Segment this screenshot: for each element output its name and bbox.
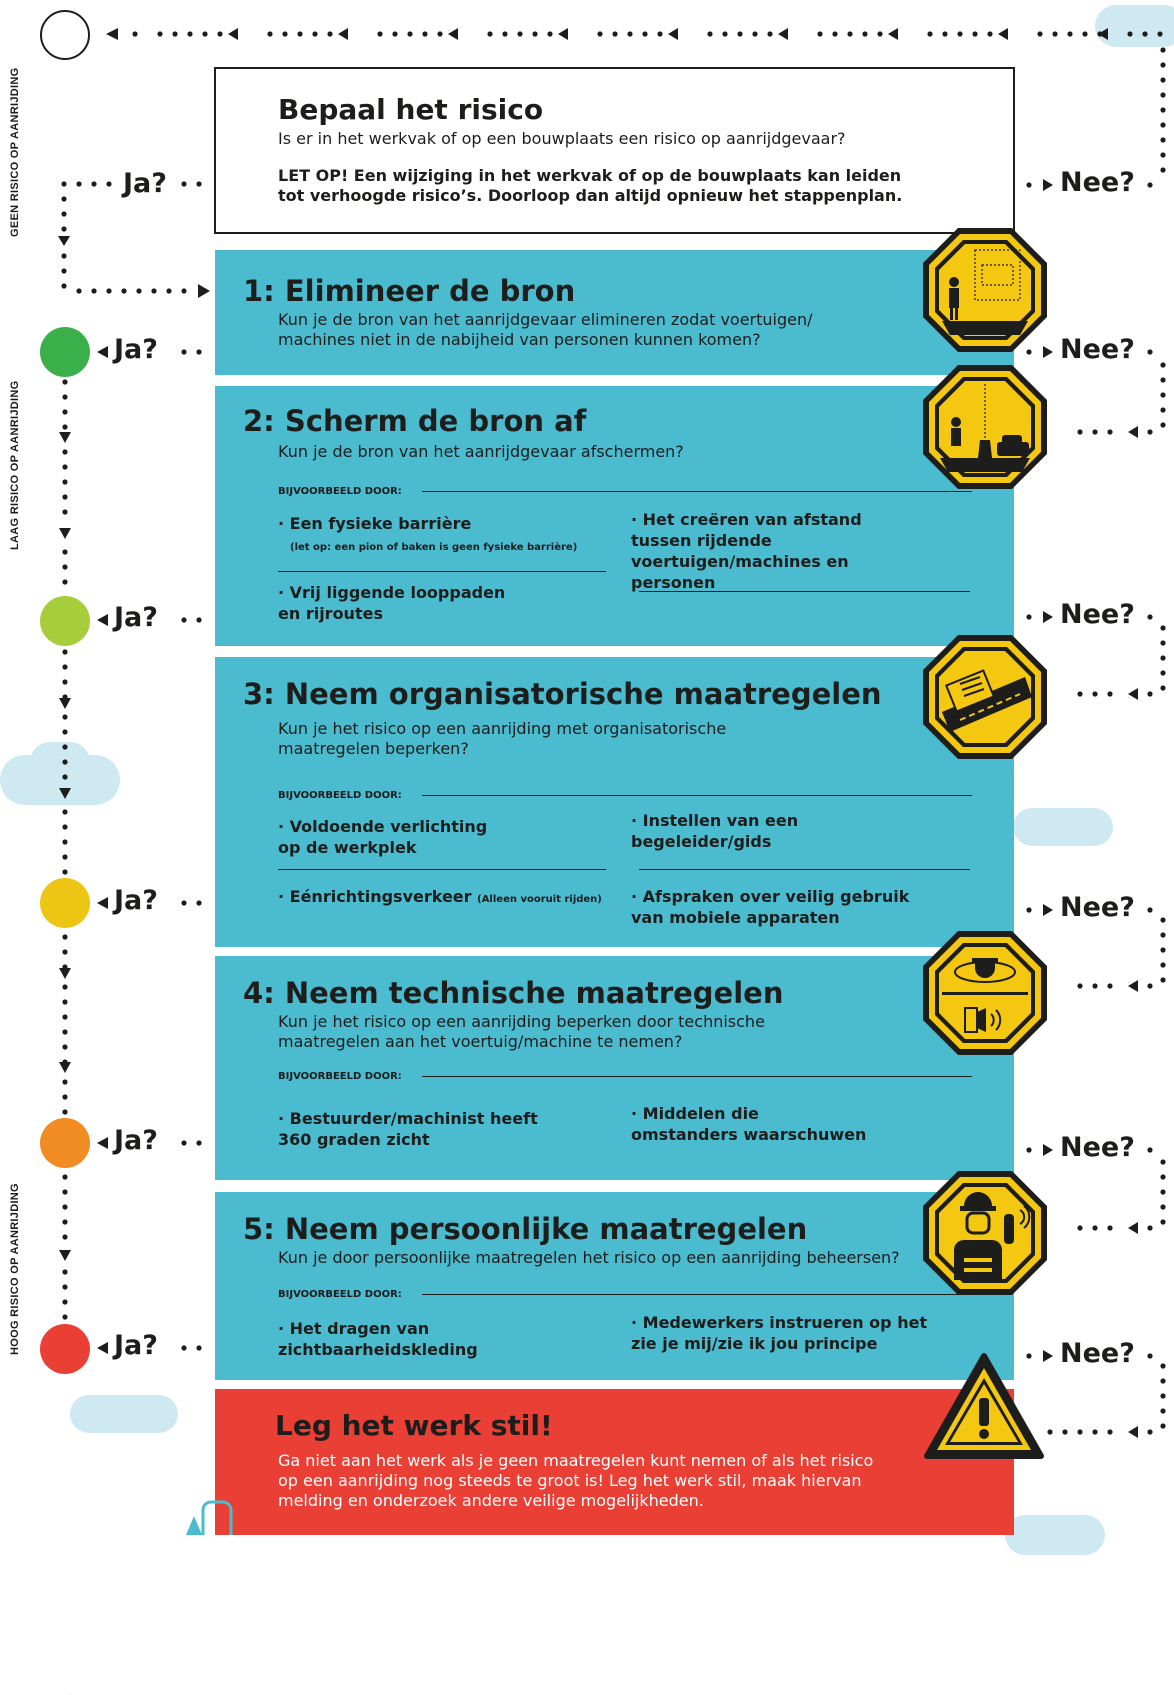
step-4-example-1: · Bestuurder/machinist heeft 360 graden … (278, 1109, 538, 1149)
step-5-box: 5: Neem persoonlijke maatregelen Kun je … (215, 1192, 1014, 1380)
stop-box: Leg het werk stil! Ga niet aan het werk … (215, 1389, 1014, 1535)
cloud-decoration (1013, 808, 1113, 846)
ja-label: Ja? (114, 1125, 158, 1156)
top-return-line (106, 28, 1163, 40)
step-3-title: 3: Neem organisatorische maatregelen (243, 677, 882, 711)
side-label-laag-risico: LAAG RISICO OP AANRIJDING (9, 380, 21, 550)
step-2-box: 2: Scherm de bron af Kun je de bron van … (215, 386, 1014, 646)
example-label: BIJVOORBEELD DOOR: (278, 486, 402, 497)
step-5-example-2: · Medewerkers instrueren op het zie je m… (631, 1313, 928, 1353)
nee-label: Nee? (1060, 1132, 1135, 1163)
example-separator (278, 869, 606, 870)
ja-arrows (97, 346, 108, 1354)
nee-leaders (1026, 179, 1153, 1362)
route-plan-icon (923, 635, 1047, 759)
step-3-example-4: · Afspraken over veilig gebruik van mobi… (631, 887, 910, 927)
example-divider (422, 491, 972, 492)
nee-label: Nee? (1060, 334, 1135, 365)
stop-text: Ga niet aan het werk als je geen maatreg… (278, 1451, 874, 1510)
nee-label: Nee? (1060, 599, 1135, 630)
nee-label: Nee? (1060, 167, 1135, 198)
example-separator (278, 571, 606, 572)
step-3-example-2: · Eénrichtingsverkeer (Alleen vooruit ri… (278, 886, 618, 910)
cloud-decoration (30, 742, 90, 782)
intro-question: Is er in het werkvak of op een bouwplaat… (278, 129, 846, 148)
step-4-question: Kun je het risico op een aanrijding bepe… (278, 1012, 765, 1051)
step-3-example-1: · Voldoende verlichting op de werkplek (278, 817, 488, 857)
step-3-example-2-note: (Alleen vooruit rijden) (477, 894, 602, 905)
intro-box: Bepaal het risico Is er in het werkvak o… (214, 67, 1015, 234)
ja-label: Ja? (114, 885, 158, 916)
risk-circle-yellow (40, 878, 90, 928)
step-2-example-1-note: (let op: een pion of baken is geen fysie… (290, 542, 578, 553)
right-return-arrows (1047, 426, 1153, 1438)
cloud-decoration (70, 1395, 178, 1433)
step-3-example-2-text: · Eénrichtingsverkeer (278, 887, 472, 906)
side-label-hoog-risico: HOOG RISICO OP AANRIJDING (9, 1183, 21, 1355)
step-1-box: 1: Elimineer de bron Kun je de bron van … (215, 250, 1014, 375)
ja-label: Ja? (114, 1330, 158, 1361)
warning-icon (924, 1353, 1044, 1459)
step-2-example-1-text: · Een fysieke barrière (278, 514, 472, 533)
step-4-title: 4: Neem technische maatregelen (243, 976, 784, 1010)
barrier-car-icon (923, 365, 1047, 489)
nee-label: Nee? (1060, 892, 1135, 923)
example-label: BIJVOORBEELD DOOR: (278, 790, 402, 801)
stop-title: Leg het werk stil! (275, 1409, 553, 1442)
step-3-box: 3: Neem organisatorische maatregelen Kun… (215, 657, 1014, 947)
left-risk-line (59, 379, 71, 1320)
intro-note: LET OP! Een wijziging in het werkvak of … (278, 166, 903, 205)
ja-leaders (61, 181, 202, 1351)
example-divider (422, 1294, 972, 1295)
step-2-example-1: · Een fysieke barrière (let op: een pion… (278, 513, 608, 558)
step-1-title: 1: Elimineer de bron (243, 274, 576, 308)
step-3-example-3: · Instellen van een begeleider/gids (631, 811, 799, 851)
worker-vest-icon (923, 1171, 1047, 1295)
person-truck-icon (923, 228, 1047, 352)
left-path-intro (58, 196, 210, 298)
ja-label: Ja? (123, 168, 167, 199)
example-separator (639, 869, 970, 870)
example-separator (639, 591, 970, 592)
step-4-example-2: · Middelen die omstanders waarschuwen (631, 1104, 867, 1144)
risk-circle-none (40, 10, 90, 60)
step-2-title: 2: Scherm de bron af (243, 404, 587, 438)
step-5-example-1: · Het dragen van zichtbaarheidskleding (278, 1319, 478, 1359)
example-label: BIJVOORBEELD DOOR: (278, 1071, 402, 1082)
ja-label: Ja? (114, 334, 158, 365)
step-4-box: 4: Neem technische maatregelen Kun je he… (215, 956, 1014, 1180)
example-label: BIJVOORBEELD DOOR: (278, 1289, 402, 1300)
step-2-question: Kun je de bron van het aanrijdgevaar afs… (278, 442, 684, 461)
lamp-icon (186, 1500, 233, 1535)
ja-label: Ja? (114, 602, 158, 633)
step-5-title: 5: Neem persoonlijke maatregelen (243, 1212, 808, 1246)
step-5-question: Kun je door persoonlijke maatregelen het… (278, 1248, 900, 1267)
example-divider (422, 1076, 972, 1077)
cloud-decoration (1095, 5, 1174, 47)
risk-circle-green (40, 327, 90, 377)
step-1-question: Kun je de bron van het aanrijdgevaar eli… (278, 310, 813, 349)
camera-speaker-icon (923, 931, 1047, 1055)
nee-label: Nee? (1060, 1338, 1135, 1369)
right-return-line (1160, 47, 1166, 1429)
flow-connectors (58, 28, 1166, 1438)
example-divider (422, 795, 972, 796)
intro-title: Bepaal het risico (278, 93, 544, 126)
step-2-example-2: · Vrij liggende looppaden en rijroutes (278, 583, 506, 623)
step-2-example-3: · Het creëren van afstand tussen rijdend… (631, 510, 862, 592)
risk-circle-red (40, 1324, 90, 1374)
risk-circle-orange (40, 1118, 90, 1168)
step-3-question: Kun je het risico op een aanrijding met … (278, 719, 727, 758)
risk-circle-lime (40, 596, 90, 646)
side-label-geen-risico: GEEN RISICO OP AANRIJDING (9, 67, 21, 237)
